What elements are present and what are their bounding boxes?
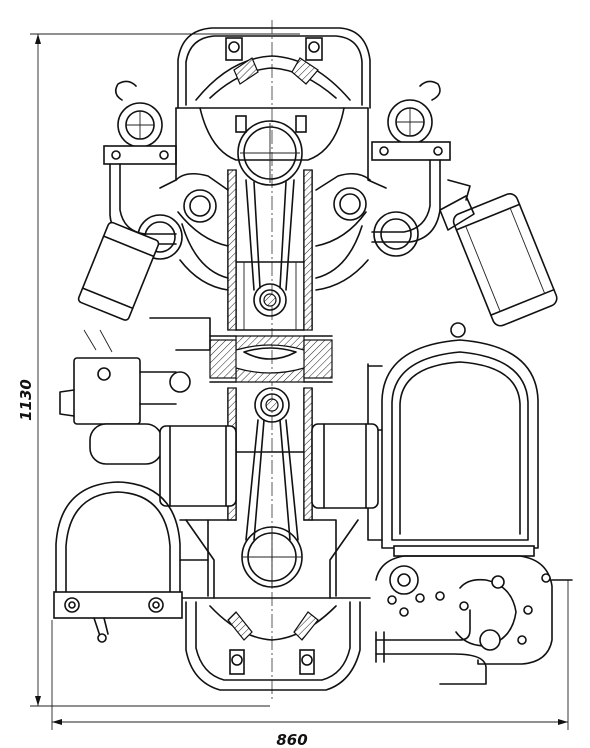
width-dimension-label: 860	[276, 731, 307, 748]
right-intake-box	[311, 423, 379, 509]
upper-right-manifold	[315, 80, 451, 291]
left-accessory-box	[59, 317, 211, 465]
coolant-tank	[367, 322, 539, 557]
oil-filter-canister	[452, 193, 558, 327]
upper-crankcase	[175, 27, 371, 161]
lower-crankcase	[179, 519, 371, 691]
filter-bracket	[439, 179, 475, 231]
upper-connecting-rod	[245, 179, 295, 317]
upper-cylinder	[227, 169, 313, 331]
lower-crankshaft-journal	[241, 526, 303, 588]
height-dimension-label: 1130	[17, 379, 35, 421]
lower-connecting-rod	[245, 387, 299, 541]
left-tilted-unit	[77, 221, 160, 321]
piston-crowns	[209, 335, 333, 383]
lower-left-drum	[53, 481, 209, 643]
width-dimension	[51, 580, 569, 730]
left-intake-box	[159, 425, 237, 507]
height-dimension	[30, 33, 300, 707]
upper-crankshaft-journal	[237, 120, 303, 186]
lower-right-pump-assembly	[375, 555, 573, 685]
